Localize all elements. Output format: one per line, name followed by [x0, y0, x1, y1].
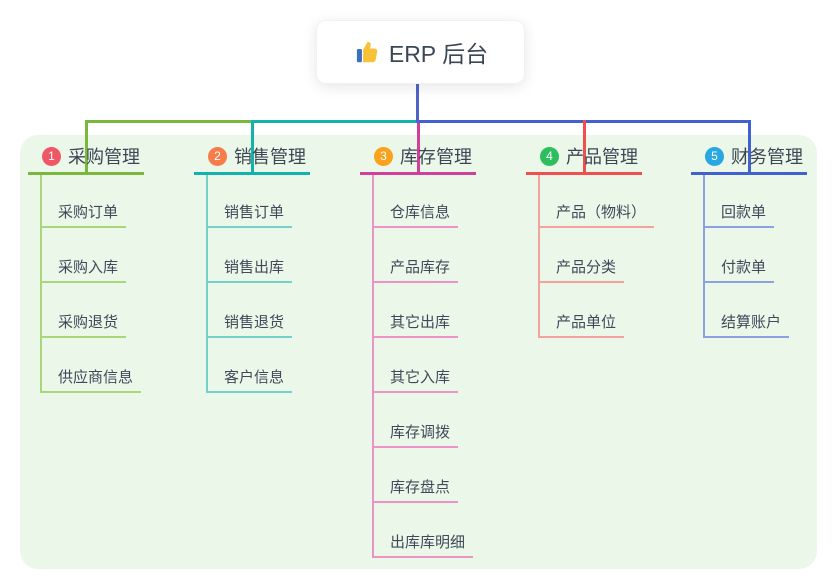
child-node[interactable]: 销售退货 — [206, 312, 293, 338]
child-label: 销售出库 — [224, 259, 285, 276]
child-node[interactable]: 库存调拨 — [372, 422, 459, 448]
branch-label: 产品管理 — [566, 147, 638, 167]
child-label: 产品单位 — [556, 314, 617, 331]
child-node[interactable]: 仓库信息 — [372, 202, 459, 228]
child-node[interactable]: 付款单 — [703, 257, 775, 283]
branch-label: 采购管理 — [68, 147, 140, 167]
branch-column: 1 采购管理采购订单采购入库采购退货供应商信息 — [28, 140, 192, 574]
branch-node[interactable]: 4 产品管理 — [526, 140, 642, 175]
child-node[interactable]: 采购退货 — [40, 312, 127, 338]
child-label: 产品分类 — [556, 259, 617, 276]
branch-connector-line — [703, 175, 705, 338]
branch-column: 2 销售管理销售订单销售出库销售退货客户信息 — [194, 140, 358, 574]
child-label: 销售订单 — [224, 204, 285, 221]
branch-node[interactable]: 3 库存管理 — [360, 140, 476, 175]
child-label: 采购入库 — [58, 259, 119, 276]
child-label: 销售退货 — [224, 314, 285, 331]
child-label: 产品库存 — [390, 259, 451, 276]
child-node[interactable]: 其它出库 — [372, 312, 459, 338]
child-label: 付款单 — [721, 259, 767, 276]
branch-connector-line — [206, 175, 208, 393]
root-connector-line — [416, 82, 419, 123]
branch-label: 财务管理 — [731, 147, 803, 167]
child-label: 出库库明细 — [390, 534, 466, 551]
child-node[interactable]: 结算账户 — [703, 312, 790, 338]
branch-column: 3 库存管理仓库信息产品库存其它出库其它入库库存调拨库存盘点出库库明细 — [360, 140, 524, 574]
child-label: 其它出库 — [390, 314, 451, 331]
child-label: 其它入库 — [390, 369, 451, 386]
child-node[interactable]: 产品分类 — [538, 257, 625, 283]
child-node[interactable]: 客户信息 — [206, 367, 293, 393]
child-node[interactable]: 采购订单 — [40, 202, 127, 228]
branch-drop-line — [748, 120, 751, 175]
branch-number-badge: 5 — [705, 146, 724, 166]
child-node[interactable]: 销售出库 — [206, 257, 293, 283]
child-node[interactable]: 产品单位 — [538, 312, 625, 338]
branch-connector-line — [40, 175, 42, 393]
child-node[interactable]: 采购入库 — [40, 257, 127, 283]
child-label: 供应商信息 — [58, 369, 134, 386]
branch-number-badge: 3 — [374, 146, 393, 166]
child-node[interactable]: 供应商信息 — [40, 367, 142, 393]
child-label: 产品（物料） — [556, 204, 647, 221]
child-label: 回款单 — [721, 204, 767, 221]
child-node[interactable]: 库存盘点 — [372, 477, 459, 503]
branch-connector-line — [538, 175, 540, 338]
child-node[interactable]: 其它入库 — [372, 367, 459, 393]
branch-number-badge: 4 — [540, 146, 559, 166]
branch-node[interactable]: 5 财务管理 — [691, 140, 807, 175]
branch-label: 销售管理 — [234, 147, 306, 167]
branch-number-badge: 2 — [208, 146, 227, 166]
child-label: 采购退货 — [58, 314, 119, 331]
root-node[interactable]: ERP 后台 — [316, 20, 525, 84]
branch-column: 4 产品管理产品（物料） 产品分类产品单位 — [526, 140, 690, 574]
background-panel — [20, 135, 817, 569]
child-label: 库存调拨 — [390, 424, 451, 441]
root-label: ERP 后台 — [388, 41, 489, 67]
child-node[interactable]: 出库库明细 — [372, 532, 474, 558]
child-label: 采购订单 — [58, 204, 119, 221]
child-node[interactable]: 回款单 — [703, 202, 775, 228]
child-label: 结算账户 — [721, 314, 782, 331]
branch-top-connector — [251, 120, 420, 123]
branch-column: 5 财务管理回款单付款单结算账户 — [691, 140, 839, 574]
branch-label: 库存管理 — [400, 147, 472, 167]
child-label: 客户信息 — [224, 369, 285, 386]
thumbs-up-icon — [353, 39, 379, 65]
child-node[interactable]: 产品库存 — [372, 257, 459, 283]
child-label: 仓库信息 — [390, 204, 451, 221]
branch-node[interactable]: 1 采购管理 — [28, 140, 144, 175]
child-node[interactable]: 产品（物料） — [538, 202, 655, 228]
branch-drop-line — [251, 120, 254, 175]
branch-drop-line — [417, 123, 420, 175]
child-label: 库存盘点 — [390, 479, 451, 496]
branch-drop-line — [583, 120, 586, 175]
branch-connector-line — [372, 175, 374, 558]
branch-number-badge: 1 — [42, 146, 61, 166]
branch-drop-line — [85, 120, 88, 175]
branch-node[interactable]: 2 销售管理 — [194, 140, 310, 175]
child-node[interactable]: 销售订单 — [206, 202, 293, 228]
